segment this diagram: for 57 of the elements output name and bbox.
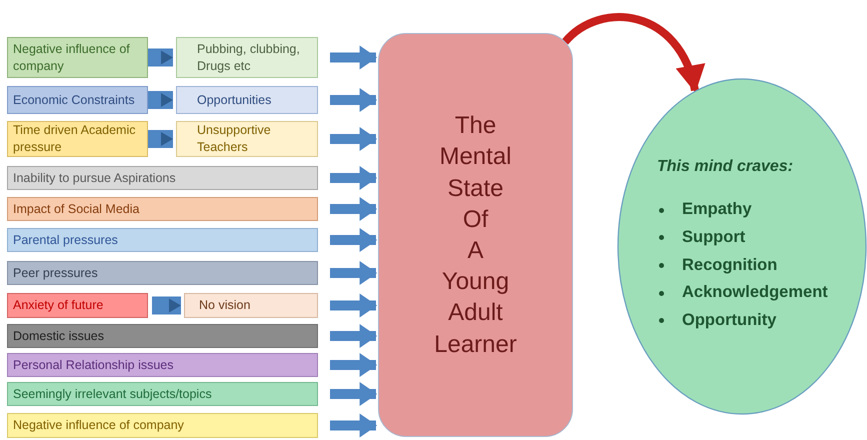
box-text: Opportunities	[197, 92, 272, 108]
box-text: Personal Relationship issues	[13, 356, 174, 374]
cause-box	[7, 197, 318, 221]
chevron-arrow	[148, 130, 173, 148]
box-text: Seemingly irrelevant subjects/topics	[13, 386, 212, 402]
box-text: Negative influence of company	[13, 40, 131, 74]
box-text: Economic Constraints	[13, 92, 135, 108]
box-text: Peer pressures	[13, 264, 98, 282]
box-text: Unsupportive Teachers	[197, 122, 272, 156]
rounded-box	[378, 33, 573, 437]
block-arrow	[330, 166, 378, 190]
cause-box	[7, 121, 148, 157]
curved-arrow	[562, 13, 704, 93]
block-arrow	[330, 324, 378, 348]
cause-box	[184, 293, 318, 318]
bullet-item: Support	[682, 226, 746, 248]
bullet-item: Recognition	[682, 254, 778, 276]
cause-box	[7, 228, 318, 252]
cause-box	[7, 166, 318, 190]
block-arrow	[330, 353, 378, 377]
bullet-item: Empathy	[682, 199, 752, 220]
cause-box	[176, 37, 318, 78]
cause-box	[7, 382, 318, 406]
box-text: The Mental State Of A Young Adult Learner	[433, 111, 518, 360]
cause-box	[7, 261, 318, 285]
cause-box	[7, 413, 318, 438]
block-arrow	[330, 414, 378, 438]
box-text: Impact of Social Media	[13, 200, 140, 218]
block-arrow	[330, 261, 378, 285]
block-arrow	[330, 46, 378, 70]
chevron-arrow	[148, 91, 173, 109]
cause-box	[7, 37, 148, 78]
box-text: No vision	[199, 297, 250, 314]
bullet-item: Acknowledgement	[682, 282, 828, 304]
chevron-arrow	[148, 48, 173, 66]
box-text: Time driven Academic pressure	[13, 122, 136, 156]
cause-box	[176, 86, 318, 114]
box-text: Anxiety of future	[13, 297, 104, 314]
cause-box	[7, 293, 148, 318]
cause-box	[7, 86, 148, 114]
box-text: Inability to pursue Aspirations	[13, 170, 176, 186]
heading-text: This mind craves:	[657, 158, 794, 176]
box-text: Domestic issues	[13, 328, 104, 344]
block-arrow	[330, 294, 378, 318]
cause-box	[7, 324, 318, 348]
block-arrow	[330, 88, 378, 112]
box-text: Negative influence of company	[13, 417, 184, 434]
cause-box	[7, 353, 318, 377]
cause-box	[176, 121, 318, 157]
chevron-arrow	[152, 296, 181, 314]
block-arrow	[330, 197, 378, 221]
block-arrow	[330, 382, 378, 406]
bullet-item: Opportunity	[682, 310, 776, 332]
box-text: Parental pressures	[13, 232, 118, 248]
box-text: Pubbing, clubbing, Drugs etc	[197, 40, 301, 74]
block-arrow	[330, 127, 378, 151]
block-arrow	[330, 228, 378, 252]
